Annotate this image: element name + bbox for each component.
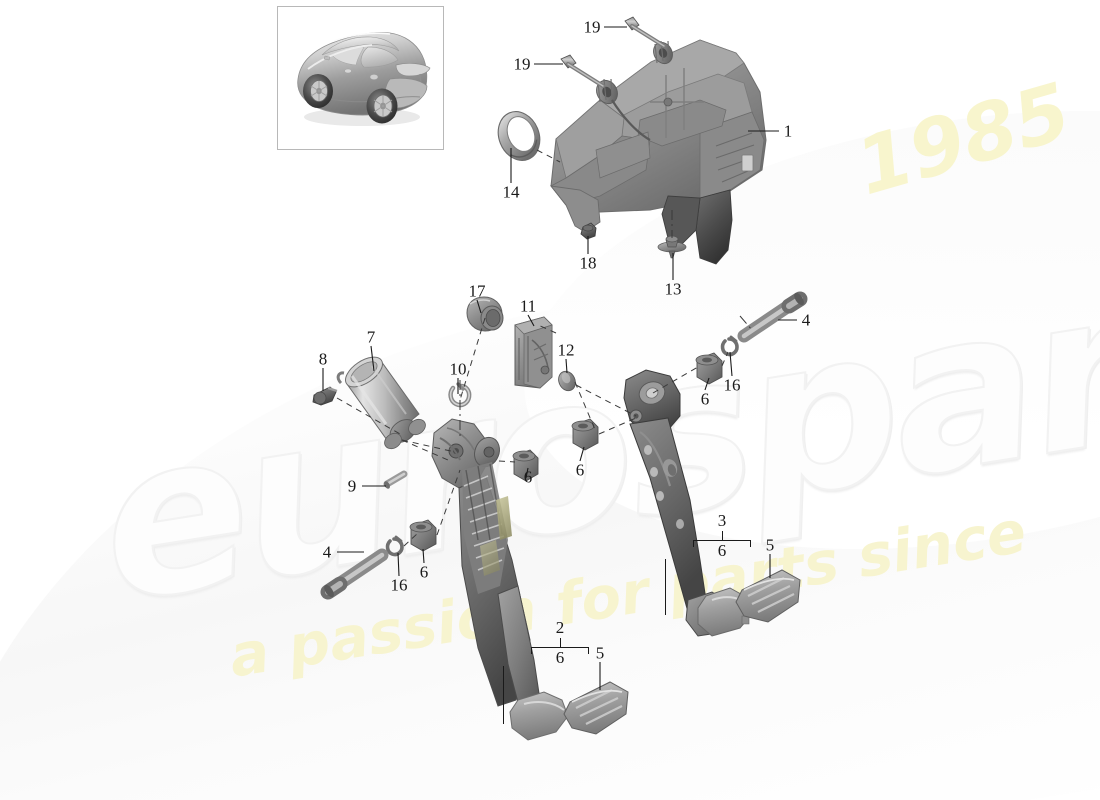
- leader-11: [527, 314, 535, 327]
- callout-leader-lines: [322, 26, 797, 690]
- leader-17: [476, 299, 482, 314]
- leader-12: [565, 358, 568, 374]
- axis-7-to-clutch: [401, 439, 456, 453]
- leader-7: [370, 345, 375, 372]
- part-11-bracket-block: [514, 316, 553, 389]
- part-16-lock-washer-right: [720, 335, 739, 357]
- callout-4-right: 4: [801, 310, 811, 330]
- part-17-rubber-grommet: [466, 296, 504, 332]
- callout-19-left: 19: [513, 54, 531, 74]
- leader-6-lower: [422, 548, 425, 564]
- callout-6-right: 6: [700, 389, 710, 409]
- leader-16-right: [729, 351, 733, 377]
- centreline-4-right: [739, 315, 753, 331]
- leader-16-left: [397, 552, 400, 577]
- axis-17-to-10: [459, 317, 486, 401]
- bracket-hinge-ear-right: [653, 40, 673, 65]
- callout-6-mid: 6: [575, 460, 585, 480]
- callout-4-left: 4: [322, 542, 332, 562]
- axis-6-to-16: [721, 351, 729, 367]
- callout-10: 10: [449, 359, 467, 379]
- axis-12-to-brake: [575, 384, 637, 417]
- callout-9: 9: [347, 476, 357, 496]
- axis-12-to-6: [574, 381, 597, 433]
- callout-5-bottom: 5: [595, 643, 605, 663]
- axis-6-to-brake: [598, 417, 637, 435]
- bracket-stem: [503, 666, 504, 724]
- part-6-bushing-clutch-upper: [512, 449, 539, 482]
- part-14-seal-ring: [497, 111, 541, 161]
- part-6-bushing-brake-upper: [695, 352, 723, 385]
- part-16-lock-washer-left: [385, 535, 404, 557]
- part-6-bushing-brake-left: [571, 418, 599, 451]
- part-5-pedal-pad-brake: [735, 569, 801, 623]
- bracket-stem: [665, 559, 666, 615]
- leader-6-left: [525, 467, 529, 479]
- leader-6-mid: [579, 446, 585, 462]
- part-18-stud-nut: [580, 222, 597, 240]
- bracket-bar: [693, 540, 751, 547]
- axis-7-to-hub: [401, 439, 449, 461]
- part-2-clutch-pedal: [431, 418, 569, 741]
- callout-14: 14: [502, 182, 520, 202]
- part-19-hex-bolt-lower: [560, 54, 605, 88]
- assembly-centre-lines: [459, 210, 753, 438]
- bracket-top-number: 3: [717, 511, 727, 530]
- bracket-sub-number: 6: [717, 541, 727, 560]
- part-5-pedal-pad-clutch: [563, 681, 629, 735]
- callout-6-left: 6: [523, 467, 533, 487]
- callout-1: 1: [783, 121, 793, 141]
- callout-16-left: 16: [390, 575, 408, 595]
- bracket-tick: [721, 531, 723, 540]
- vehicle-thumbnail-image: [278, 7, 443, 149]
- part-7-clutch-master-cylinder: [336, 356, 426, 450]
- bracket-sub-number: 6: [555, 648, 565, 667]
- part-4-pivot-bolt-left: [320, 548, 389, 600]
- axis-8-to-7: [336, 397, 401, 435]
- axis-11-assembly: [535, 323, 557, 334]
- part-1-pedal-support-bracket: [549, 39, 767, 265]
- callout-12: 12: [557, 340, 575, 360]
- callout-19-top: 19: [583, 17, 601, 37]
- part-3-brake-pedal: [623, 369, 753, 637]
- callout-17: 17: [468, 281, 486, 301]
- leader-6-right: [704, 377, 710, 391]
- vehicle-thumbnail: [277, 6, 444, 150]
- axis-clutch-to-6: [498, 460, 516, 463]
- callout-7: 7: [366, 327, 376, 347]
- part-19-hex-bolt-upper: [624, 16, 666, 48]
- callout-5-right: 5: [765, 535, 775, 555]
- bracket-tick: [559, 638, 561, 647]
- callout-13: 13: [664, 279, 682, 299]
- part-6-bushing-clutch-lower: [409, 519, 437, 552]
- callout-16-right: 16: [723, 375, 741, 395]
- axis-brake-to-6: [652, 366, 699, 394]
- bracket-top-number: 2: [555, 618, 565, 637]
- part-9-pin: [383, 470, 408, 489]
- callout-8: 8: [318, 349, 328, 369]
- axis-16-to-6: [403, 532, 419, 547]
- assembly-axis-lines: [336, 149, 729, 547]
- part-4-pivot-bolt-right: [737, 291, 808, 343]
- axis-6-to-clutch-hub: [436, 469, 461, 536]
- callout-18: 18: [579, 253, 597, 273]
- axis-14-to-1: [536, 149, 561, 163]
- part-8-clip: [312, 386, 338, 406]
- callout-6-lower: 6: [419, 562, 429, 582]
- callout-11: 11: [519, 296, 537, 316]
- bracket-bar: [531, 647, 589, 654]
- part-12-grommet: [558, 370, 576, 392]
